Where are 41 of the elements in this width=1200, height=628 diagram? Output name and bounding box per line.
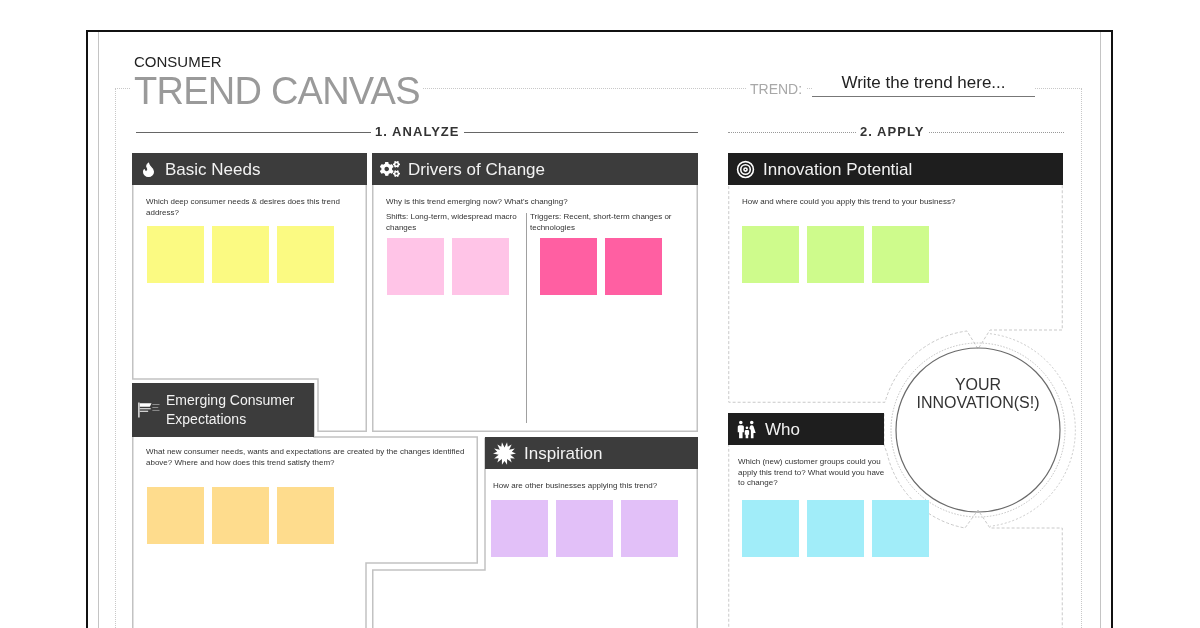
sticky-note: [277, 226, 334, 283]
prompt-text: Which (new) customer groups could you apply this trend to? What would you have to change?: [738, 457, 886, 489]
column-note: Triggers: Recent, short-term changes or technologies: [530, 212, 673, 233]
canvas-panel: [728, 413, 1063, 628]
sticky-note: [212, 226, 269, 283]
sticky-note: [212, 487, 269, 544]
canvas-panel: [132, 383, 478, 628]
field-label: TREND:: [746, 82, 807, 96]
sticky-note: [147, 487, 204, 544]
circle-label: YOUR INNOVATION(S!): [915, 376, 1041, 412]
panel-title: Inspiration: [524, 444, 603, 462]
prompt-text: How are other businesses applying this trend?: [493, 481, 659, 492]
prompt-text: Which deep consumer needs & desires does this trend address?: [146, 197, 341, 218]
sticky-note: [872, 226, 929, 283]
sticky-note: [147, 226, 204, 283]
sticky-note: [807, 226, 864, 283]
sticky-note: [742, 226, 799, 283]
sticky-note: [491, 500, 548, 557]
prompt-text: What new consumer needs, wants and expectations are created by the changes identified above? Where and how does this trend satisfy them?: [146, 447, 466, 468]
sticky-note: [556, 500, 613, 557]
canvas-panel: [372, 437, 698, 628]
canvas-panel: [372, 153, 698, 432]
sticky-note: [540, 238, 597, 295]
column-note: Shifts: Long-term, widespread macro changes: [386, 212, 518, 233]
sticky-note: [807, 500, 864, 557]
sticky-note: [742, 500, 799, 557]
prompt-text: Why is this trend emerging now? What's changing?: [386, 197, 569, 208]
panel-title: Who: [765, 420, 800, 438]
sticky-note: [387, 238, 444, 295]
prompt-text: How and where could you apply this trend to your business?: [742, 197, 957, 208]
sticky-note: [621, 500, 678, 557]
sticky-note: [452, 238, 509, 295]
panel-title: Innovation Potential: [763, 160, 913, 178]
sticky-note: [605, 238, 662, 295]
kicker-text: CONSUMER: [134, 54, 222, 69]
sticky-note: [872, 500, 929, 557]
canvas-panel: [132, 153, 367, 432]
panel-title: Drivers of Change: [408, 160, 545, 178]
sticky-note: [277, 487, 334, 544]
panel-title: Basic Needs: [165, 160, 261, 178]
panel-title: Emerging Consumer Expectations: [166, 391, 296, 429]
